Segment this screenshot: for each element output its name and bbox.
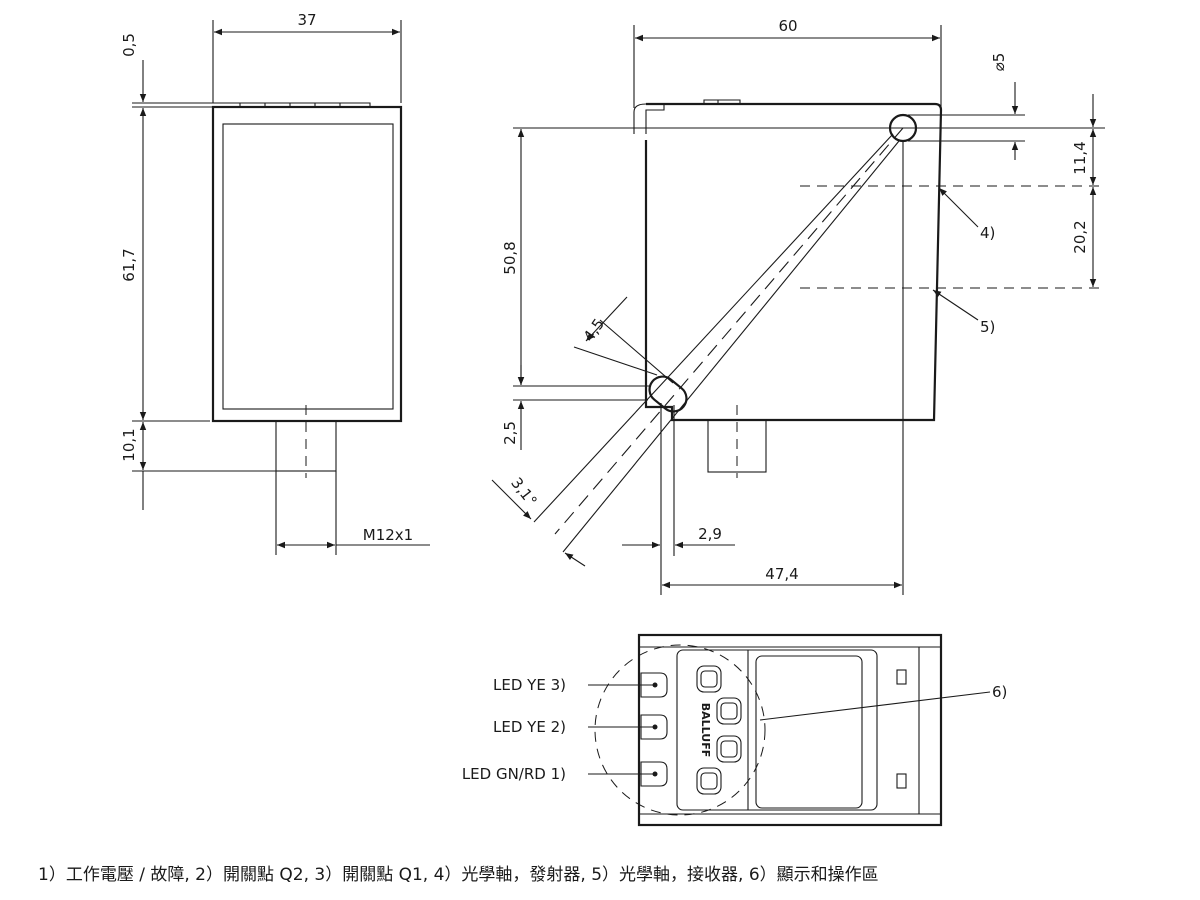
led-detail-circle [594,644,766,816]
dim-connector-height: 10,1 [120,428,138,461]
dim-thread: M12x1 [363,526,413,544]
side-connector [707,419,767,473]
top-housing-outline [637,633,943,827]
legend-footnotes: 1）工作電壓 / 故障, 2）開關點 Q2, 3）開關點 Q1, 4）光學軸，發… [38,865,879,885]
dim-front-width: 37 [297,11,316,29]
dim-side-width: 60 [778,17,797,35]
dim-front-height: 61,7 [120,248,138,281]
front-connector [275,420,337,472]
balluff-logo: BALLUFF [699,703,712,757]
dim-horizontal-distance: 47,4 [765,565,798,583]
operating-panel [676,649,878,811]
front-housing-outline [211,105,403,423]
led-tabs [640,672,668,787]
callout-emitter-axis: 4) [980,224,995,242]
callout-display: 6) [992,683,1007,701]
top-view: BALLUFF LED YE 3) LED YE 2) LED GN/RD 1)… [462,633,1007,827]
front-top-buttons [239,102,371,107]
technical-drawing: 37 0,5 61,7 10,1 M12x1 [120,11,1105,827]
label-led-gn-rd-1: LED GN/RD 1) [462,765,566,783]
label-led-ye-2: LED YE 2) [493,718,566,736]
side-view: 60 ⌀5 11,4 20,2 4) 5) 50,8 2,5 [491,17,1105,595]
label-led-ye-3: LED YE 3) [493,676,566,694]
dim-hole-diameter: ⌀5 [990,53,1008,72]
dim-axis-offset: 11,4 [1071,141,1089,174]
callout-receiver-axis: 5) [980,318,995,336]
dim-front-top-offset: 0,5 [120,33,138,57]
dim-window-offset: 2,5 [501,421,519,445]
dim-axis-spacing: 20,2 [1071,220,1089,253]
front-view: 37 0,5 61,7 10,1 M12x1 [120,11,430,555]
dim-vertical-distance: 50,8 [501,241,519,274]
dim-window-width: 4,5 [580,315,608,345]
side-housing-outline [644,102,943,422]
keypad-buttons [696,665,742,795]
front-window [222,123,394,410]
dim-horizontal-offset: 2,9 [698,525,722,543]
receiver-lens-slot [648,375,688,413]
display-window [755,655,863,809]
dim-angle: 3,1° [507,474,540,510]
